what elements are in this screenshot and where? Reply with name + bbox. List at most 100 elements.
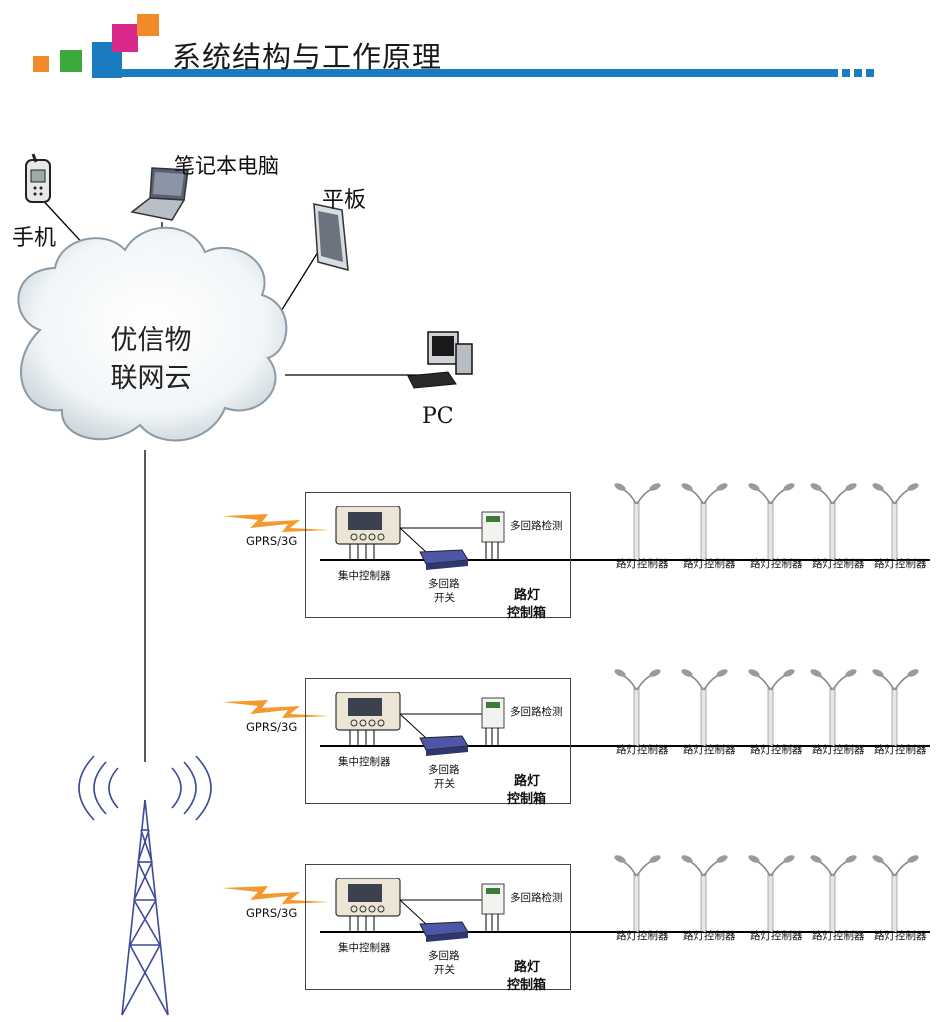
street-lamp: [748, 666, 798, 746]
detector-label: 多回路检测: [510, 892, 563, 904]
header-square-magenta: [112, 24, 138, 52]
header-bar: [122, 69, 838, 77]
gprs-label: GPRS/3G: [246, 906, 298, 920]
street-lamp: [810, 666, 860, 746]
page-title: 系统结构与工作原理: [172, 40, 443, 74]
street-lamp: [614, 480, 664, 560]
cloud-icon: [17, 226, 288, 442]
tablet-label: 平板: [322, 188, 367, 213]
signal-tower-icon: [78, 755, 212, 1016]
phone-icon: [25, 153, 51, 203]
wireless-signal-icon: [222, 700, 330, 718]
street-lamp: [810, 852, 860, 932]
lamp-controller-label: 路灯控制器: [874, 558, 927, 570]
lamp-controller-label: 路灯控制器: [812, 930, 865, 942]
street-lamp-icon: [810, 483, 857, 560]
phone-label: 手机: [12, 226, 57, 251]
concentrator-icon: [335, 692, 401, 746]
lamp-controller-label: 路灯控制器: [812, 744, 865, 756]
multi-circuit-detector-icon: [481, 697, 505, 746]
street-lamp-icon: [872, 483, 919, 560]
street-lamp-icon: [681, 669, 728, 746]
street-lamp: [681, 666, 731, 746]
control-row: GPRS/3G 集中控制器 多回路 开关 多回路检测 路灯 控制箱 路灯控制器路…: [0, 669, 948, 832]
lamp-controller-label: 路灯控制器: [874, 744, 927, 756]
header-square-orange: [33, 56, 49, 72]
row-graphics: [222, 692, 930, 756]
concentrator-icon: [335, 878, 401, 932]
header-square-orange-small: [137, 14, 159, 36]
control-box-label-line1: 路灯: [514, 774, 541, 789]
multi-circuit-switch-icon: [419, 735, 469, 756]
wireless-signal-icon: [222, 514, 330, 532]
street-lamp: [614, 666, 664, 746]
control-box-frame: [305, 864, 571, 990]
switch-label-line2: 开关: [434, 592, 455, 604]
street-lamp-icon: [810, 855, 857, 932]
street-lamp-icon: [614, 855, 661, 932]
control-box-label-line2: 控制箱: [507, 978, 547, 993]
street-lamp-icon: [810, 669, 857, 746]
control-box-label-line1: 路灯: [514, 960, 541, 975]
lamp-controller-label: 路灯控制器: [874, 930, 927, 942]
concentrator-icon: [335, 506, 401, 560]
control-row: GPRS/3G 集中控制器 多回路 开关 多回路检测 路灯 控制箱 路灯控制器路…: [0, 483, 948, 646]
concentrator-label: 集中控制器: [338, 756, 391, 768]
street-lamp: [748, 852, 798, 932]
street-lamp: [681, 852, 731, 932]
laptop-label: 笔记本电脑: [174, 154, 279, 178]
switch-label-line1: 多回路: [428, 578, 460, 590]
street-lamp: [872, 852, 922, 932]
lamp-controller-label: 路灯控制器: [616, 744, 669, 756]
lamp-controller-label: 路灯控制器: [616, 558, 669, 570]
lamp-controller-label: 路灯控制器: [683, 930, 736, 942]
header-bar-dash: [854, 69, 862, 77]
pc-icon: [407, 331, 473, 389]
multi-circuit-detector-icon: [481, 883, 505, 932]
street-lamp-icon: [872, 669, 919, 746]
switch-label-line1: 多回路: [428, 950, 460, 962]
street-lamp-icon: [748, 669, 795, 746]
lamp-controller-label: 路灯控制器: [750, 558, 803, 570]
control-box-label-line1: 路灯: [514, 588, 541, 603]
multi-circuit-switch-icon: [419, 921, 469, 942]
control-box-frame: [305, 492, 571, 618]
street-lamp: [681, 480, 731, 560]
street-lamp-icon: [872, 855, 919, 932]
lamp-controller-label: 路灯控制器: [812, 558, 865, 570]
cloud-label-line1: 优信物: [110, 325, 192, 356]
header-bar-dash: [842, 69, 850, 77]
laptop-icon: [130, 167, 189, 221]
control-box-frame: [305, 678, 571, 804]
cloud-label: 优信物 联网云: [96, 322, 206, 398]
detector-label: 多回路检测: [510, 706, 563, 718]
header-bar-dash: [866, 69, 874, 77]
switch-label-line1: 多回路: [428, 764, 460, 776]
concentrator-label: 集中控制器: [338, 570, 391, 582]
concentrator-label: 集中控制器: [338, 942, 391, 954]
lamp-controller-label: 路灯控制器: [750, 744, 803, 756]
gprs-label: GPRS/3G: [246, 534, 298, 548]
pc-label: PC: [422, 404, 454, 429]
switch-label-line2: 开关: [434, 778, 455, 790]
multi-circuit-detector-icon: [481, 511, 505, 560]
control-box-label-line2: 控制箱: [507, 606, 547, 621]
street-lamp: [872, 480, 922, 560]
street-lamp: [872, 666, 922, 746]
row-graphics: [222, 506, 930, 570]
street-lamp-icon: [681, 855, 728, 932]
street-lamp-icon: [681, 483, 728, 560]
row-graphics: [222, 878, 930, 942]
lamp-controller-label: 路灯控制器: [683, 744, 736, 756]
cloud-label-line2: 联网云: [110, 363, 192, 394]
street-lamp-icon: [614, 669, 661, 746]
control-row: GPRS/3G 集中控制器 多回路 开关 多回路检测 路灯 控制箱 路灯控制器路…: [0, 855, 948, 1018]
control-box-label-line2: 控制箱: [507, 792, 547, 807]
street-lamp: [810, 480, 860, 560]
tablet-icon: [313, 203, 349, 272]
lamp-controller-label: 路灯控制器: [616, 930, 669, 942]
street-lamp: [614, 852, 664, 932]
street-lamp-icon: [748, 855, 795, 932]
detector-label: 多回路检测: [510, 520, 563, 532]
